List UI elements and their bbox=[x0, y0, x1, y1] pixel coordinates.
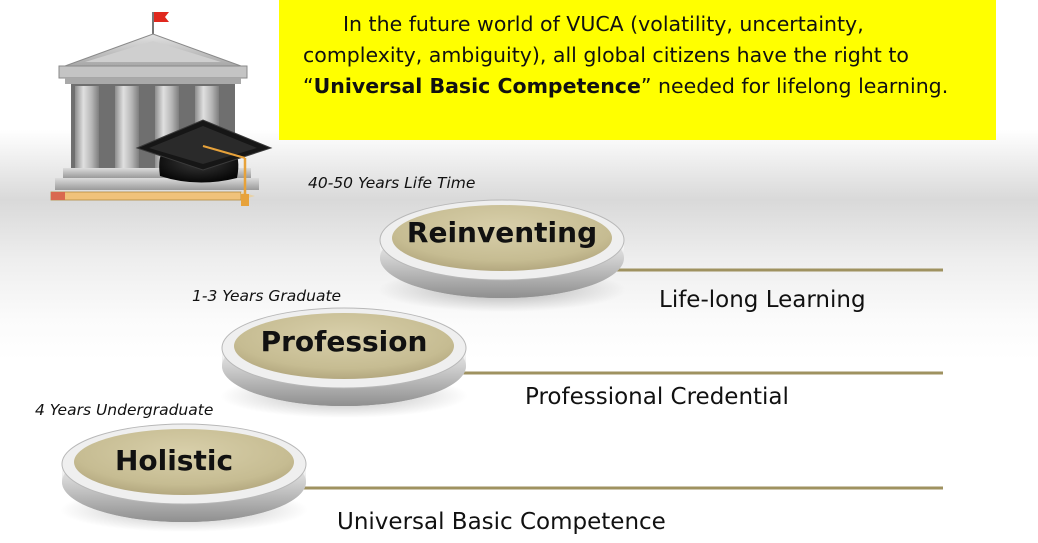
step-label-holistic: Holistic bbox=[114, 444, 234, 477]
disc-reinventing bbox=[378, 199, 626, 312]
callout-line-2: complexity, ambiguity), all global citiz… bbox=[303, 43, 909, 67]
callout-line-3: “Universal Basic Competence” needed for … bbox=[303, 74, 949, 98]
vuca-callout: In the future world of VUCA (volatility,… bbox=[279, 0, 996, 140]
callout-highlight: Universal Basic Competence bbox=[313, 74, 641, 98]
university-building-icon bbox=[50, 12, 273, 206]
caption-holistic: 4 Years Undergraduate bbox=[35, 401, 214, 419]
step-label-profession: Profession bbox=[260, 325, 428, 358]
callout-line-1: In the future world of VUCA (volatility,… bbox=[343, 12, 864, 36]
graduation-cap-icon bbox=[135, 119, 273, 206]
caption-reinventing: 40-50 Years Life Time bbox=[308, 174, 476, 192]
outcome-profession: Professional Credential bbox=[525, 384, 789, 410]
outcome-reinventing: Life-long Learning bbox=[659, 287, 866, 313]
caption-profession: 1-3 Years Graduate bbox=[192, 287, 342, 305]
disc-holistic bbox=[60, 423, 308, 532]
disc-profession bbox=[220, 307, 468, 418]
step-label-reinventing: Reinventing bbox=[406, 216, 598, 249]
outcome-holistic: Universal Basic Competence bbox=[337, 509, 666, 535]
